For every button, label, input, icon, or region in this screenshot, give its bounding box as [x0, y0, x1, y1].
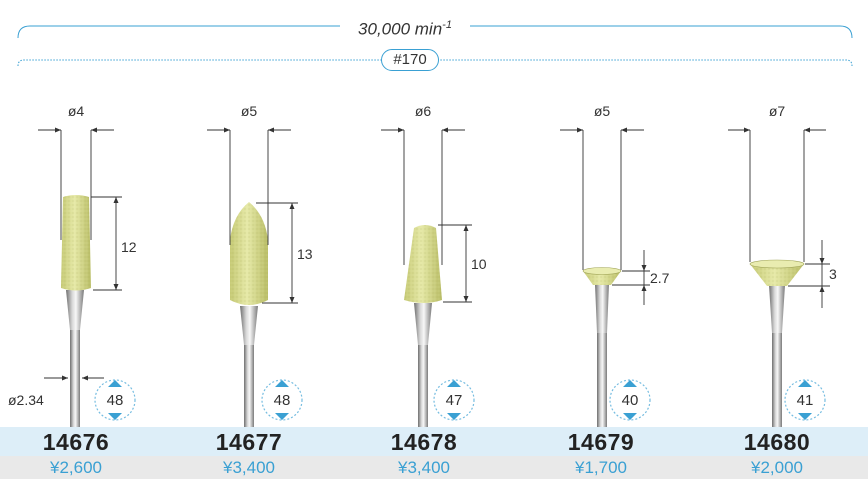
product-price: ¥1,700: [575, 458, 627, 477]
speed-value: 30,000: [358, 19, 411, 39]
product-price: ¥2,000: [751, 458, 803, 477]
neck: [240, 306, 258, 345]
diameter-label: ø5: [241, 103, 258, 119]
total-length-label: 40: [622, 392, 639, 409]
length-label: 2.7: [650, 270, 670, 286]
double-arrow-icon: [784, 379, 826, 421]
speed-unit: min: [414, 19, 443, 39]
total-length-label: 48: [107, 392, 124, 409]
length-badges: [94, 379, 826, 421]
neck: [595, 284, 609, 333]
shank: [70, 330, 80, 428]
length-label: 13: [297, 246, 313, 262]
shank: [418, 345, 428, 428]
shank-diameter-label: ø2.34: [8, 392, 44, 408]
shank: [244, 345, 254, 428]
tool-14677: [207, 127, 298, 428]
product-code: 14676: [42, 429, 110, 455]
diameter-label: ø4: [68, 103, 85, 119]
double-arrow-icon: [609, 379, 651, 421]
product-code: 14680: [743, 429, 811, 455]
length-label: 10: [471, 256, 487, 272]
speed-exponent: -1: [442, 19, 452, 31]
tool-14680: [728, 127, 830, 428]
product-price: ¥2,600: [50, 458, 102, 477]
diameter-label: ø5: [594, 103, 611, 119]
total-length-label: 48: [274, 392, 291, 409]
product-code: 14679: [567, 429, 635, 455]
total-length-label: 47: [446, 392, 463, 409]
tool-14678: [381, 127, 472, 428]
diameter-label: ø7: [769, 103, 786, 119]
length-label: 3: [829, 266, 837, 282]
shank: [597, 333, 607, 428]
price-row: [0, 456, 868, 479]
diameter-label: ø6: [415, 103, 432, 119]
neck: [66, 290, 84, 330]
product-price: ¥3,400: [398, 458, 450, 477]
length-label: 12: [121, 239, 137, 255]
neck: [769, 285, 785, 333]
shank: [772, 333, 782, 428]
tool-14676: [38, 127, 122, 428]
tool-14679: [560, 127, 650, 428]
product-price: ¥3,400: [223, 458, 275, 477]
product-code: 14678: [390, 429, 458, 455]
product-code: 14677: [215, 429, 283, 455]
grit-badge: #170: [381, 49, 439, 71]
total-length-label: 41: [797, 392, 814, 409]
double-arrow-icon: [94, 379, 136, 421]
double-arrow-icon: [433, 379, 475, 421]
code-row: [0, 427, 868, 456]
double-arrow-icon: [261, 379, 303, 421]
neck: [414, 303, 432, 345]
speed-label: 30,000 min-1: [340, 14, 470, 39]
